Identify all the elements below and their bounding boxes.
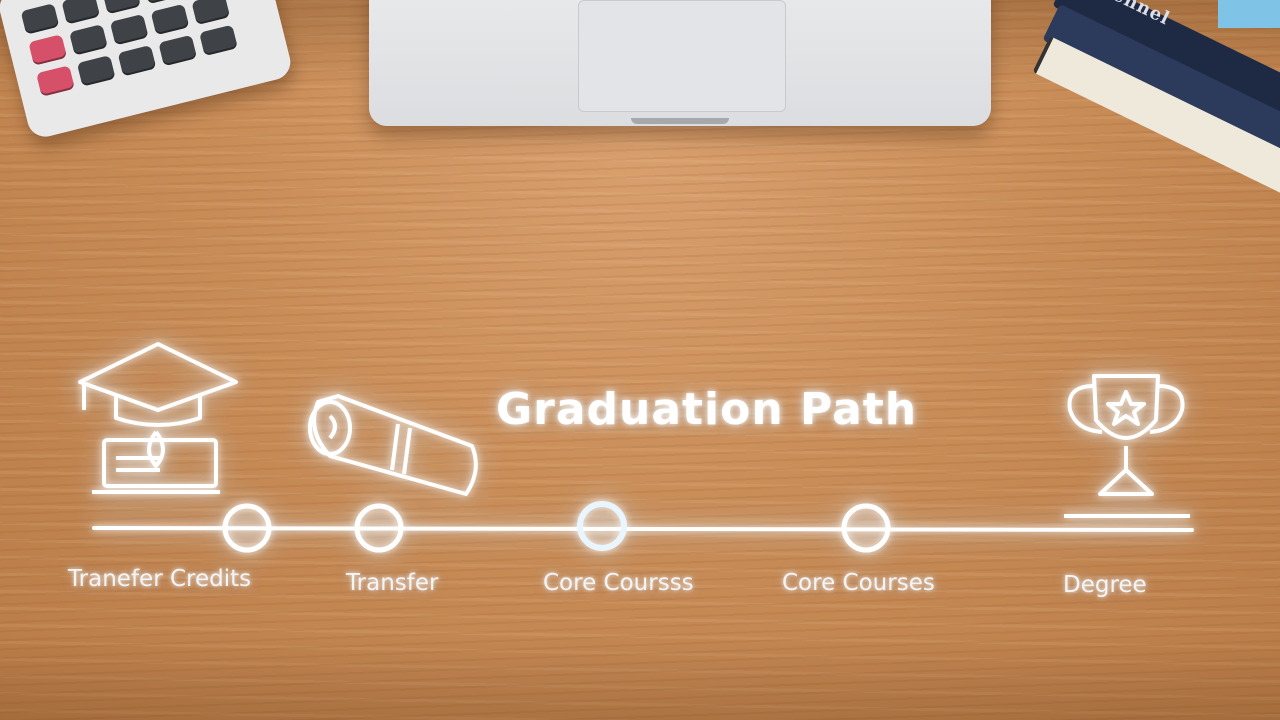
step-label-core-courses-1: Core Coursss: [543, 570, 694, 596]
laptop: [369, 0, 991, 126]
timeline-node-1: [222, 503, 272, 553]
graduation-path-title: Graduation Path: [496, 384, 918, 435]
graduation-cap-icon: [78, 342, 238, 494]
book-cover-corner: [1218, 0, 1280, 28]
trophy-icon: [1064, 374, 1190, 518]
step-label-transfer: Transfer: [346, 570, 439, 596]
timeline-node-2: [354, 503, 404, 553]
step-label-transfer-credits: Tranefer Credits: [68, 566, 252, 592]
timeline-node-4: [841, 503, 891, 553]
step-label-core-courses-2: Core Courses: [782, 570, 935, 596]
step-label-degree: Degree: [1063, 572, 1147, 598]
diploma-scroll-icon: [308, 394, 478, 496]
laptop-trackpad: [578, 0, 786, 112]
timeline-node-3: [577, 501, 627, 551]
timeline-line: [92, 526, 1194, 532]
laptop-notch: [631, 118, 729, 124]
